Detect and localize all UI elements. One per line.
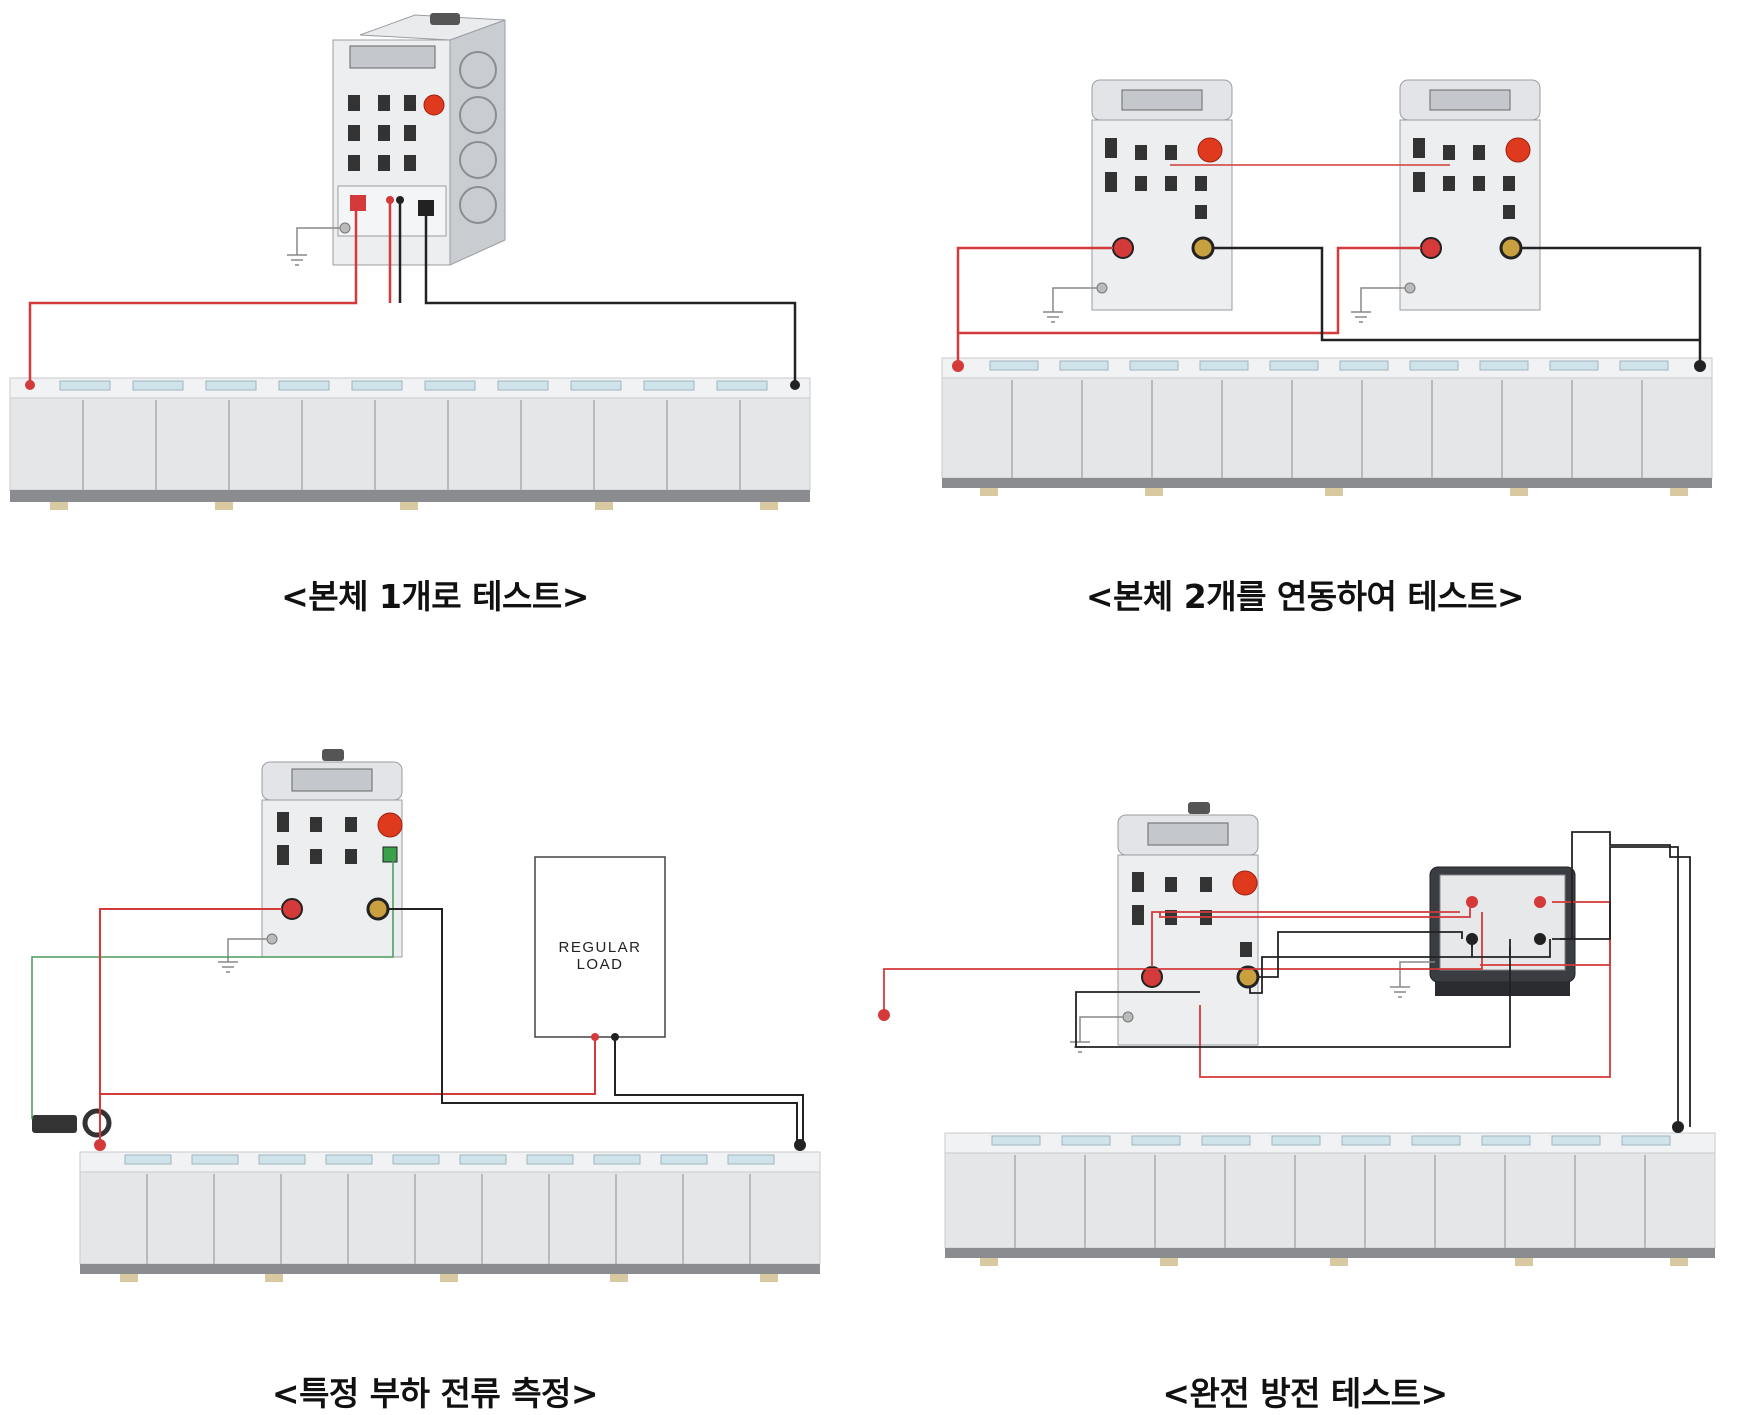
negative-terminal: [1236, 965, 1260, 989]
battery-negative-clip: [790, 380, 800, 390]
clamp-sense-wire: [31, 857, 394, 1119]
negative-terminal: [1499, 236, 1523, 260]
negative-terminal: [366, 897, 390, 921]
caption-single-unit: <본체 1개로 테스트>: [281, 577, 589, 616]
battery-bank: [944, 1132, 1716, 1266]
load-negative-node: [611, 1033, 619, 1041]
negative-battery-lead: [1560, 846, 1679, 1127]
control-positive-terminal: [1466, 896, 1478, 908]
negative-wires: [398, 200, 797, 385]
positive-wires: [28, 200, 392, 385]
battery-bank-base: [942, 478, 1712, 488]
load-unit-device: [1117, 802, 1260, 1046]
emergency-stop-button: [1232, 870, 1258, 896]
battery-bank-body: [9, 397, 811, 491]
battery-bank: [941, 357, 1713, 496]
ground-terminal: [1122, 1011, 1134, 1023]
full-discharge-diagram: [878, 802, 1716, 1266]
battery-bank-base: [10, 490, 810, 502]
emergency-stop-button: [1197, 137, 1223, 163]
ground-symbol-a: [1043, 287, 1097, 323]
ground-terminal: [266, 933, 278, 945]
regular-load-box: [534, 856, 666, 1038]
ground-terminal: [339, 222, 351, 234]
load-positive-node: [591, 1033, 599, 1041]
load-unit-device: [261, 749, 403, 958]
ground-symbol-control: [1390, 961, 1435, 998]
emergency-stop-button: [377, 812, 403, 838]
control-positive-terminal-2: [1534, 896, 1546, 908]
load-unit-device: [332, 13, 506, 266]
control-unit-base: [1435, 982, 1570, 996]
control-unit-face: [1439, 874, 1566, 971]
negative-wires: [1249, 831, 1691, 1127]
device-handle: [322, 749, 344, 761]
battery-positive-clip: [952, 360, 964, 372]
battery-bank-base: [945, 1248, 1715, 1258]
panel-full-discharge-test: <완전 방전 테스트>: [870, 707, 1740, 1414]
battery-negative-clip: [1672, 1121, 1684, 1133]
positive-terminal: [1141, 966, 1163, 988]
device-display: [1121, 89, 1203, 111]
load-unit-a: [1091, 79, 1233, 311]
emergency-stop-button: [1505, 137, 1531, 163]
positive-wires: [1151, 901, 1611, 1078]
battery-positive-clip: [25, 380, 35, 390]
caption-two-unit: <본체 2개를 연동하여 테스트>: [1085, 577, 1525, 616]
green-indicator: [382, 846, 398, 863]
emergency-stop-button: [423, 94, 445, 116]
device-display: [1147, 822, 1229, 846]
negative-terminal: [418, 200, 434, 216]
positive-wires: [99, 908, 596, 1145]
ground-symbol-b: [1351, 287, 1405, 323]
positive-terminal: [1420, 237, 1442, 259]
two-unit-diagram: [941, 79, 1713, 496]
ground-symbol: [218, 938, 267, 973]
positive-terminal: [350, 195, 366, 211]
battery-bank: [79, 1151, 821, 1282]
negative-terminal: [1191, 236, 1215, 260]
negative-wires: [1213, 246, 1702, 366]
device-display: [1429, 89, 1511, 111]
control-negative-terminal-2: [1534, 933, 1546, 945]
battery-bank: [9, 377, 811, 510]
ground-terminal: [1096, 282, 1108, 294]
battery-positive-clip: [878, 1009, 890, 1021]
caption-load-current: <특정 부하 전류 측정>: [271, 1374, 599, 1413]
device-display: [349, 45, 436, 69]
battery-negative-clip: [1694, 360, 1706, 372]
battery-bank-body: [944, 1152, 1716, 1249]
control-return-loop: [1075, 947, 1511, 1048]
positive-wires: [956, 246, 1421, 366]
panel-single-unit-test: <본체 1개로 테스트>: [0, 0, 870, 707]
device-handle: [430, 13, 460, 25]
ground-symbol: [287, 227, 340, 266]
negative-wires: [388, 908, 804, 1145]
positive-to-battery-visible: [883, 965, 1483, 1015]
battery-bank-body: [941, 377, 1713, 479]
battery-bank-top: [79, 1151, 821, 1175]
device-handle: [1188, 802, 1210, 814]
battery-bank-body: [79, 1171, 821, 1265]
device-top: [359, 14, 506, 41]
load-current-diagram: [31, 749, 821, 1282]
positive-terminal: [1112, 237, 1134, 259]
battery-bank-base: [80, 1264, 820, 1274]
caption-full-discharge: <완전 방전 테스트>: [1162, 1374, 1448, 1413]
panel-load-current-measurement: REGULAR LOAD <특정 부하 전류 측정>: [0, 707, 870, 1414]
current-clamp: [32, 1108, 112, 1138]
battery-positive-clip: [94, 1139, 106, 1151]
single-unit-diagram: [9, 13, 811, 510]
device-display: [291, 768, 373, 792]
positive-terminal: [281, 898, 303, 920]
panel-two-unit-test: <본체 2개를 연동하여 테스트>: [870, 0, 1740, 707]
battery-negative-clip: [794, 1139, 806, 1151]
load-unit-b: [1399, 79, 1541, 311]
discharge-control-unit: [1429, 866, 1576, 996]
ground-terminal: [1404, 282, 1416, 294]
regular-load-label: REGULAR LOAD: [558, 939, 642, 973]
